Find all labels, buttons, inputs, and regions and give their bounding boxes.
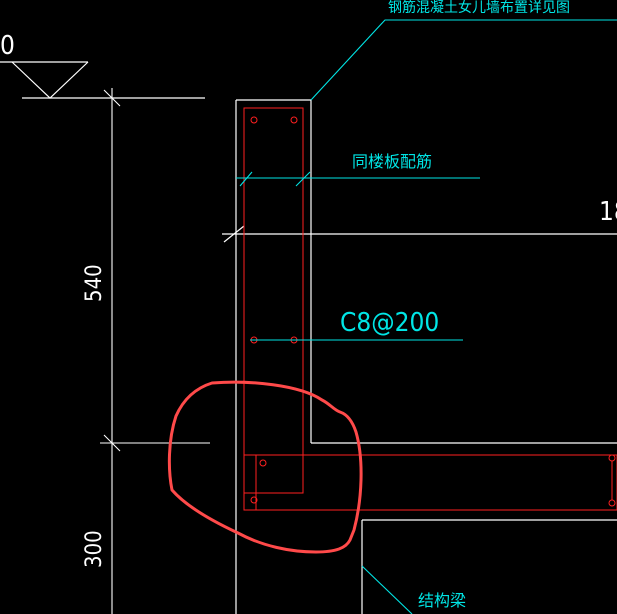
dimension-540: 540 xyxy=(82,264,107,302)
dimension-300: 300 xyxy=(82,530,107,568)
concrete-outline xyxy=(222,99,617,614)
top-note: 钢筋混凝土女儿墙布置详见图 xyxy=(388,0,570,16)
elevation-symbol xyxy=(0,61,205,99)
rebar-cage xyxy=(243,107,617,511)
leader-lines xyxy=(236,19,617,614)
rebar-spec-label: C8@200 xyxy=(340,308,439,338)
cut-label-left: 0 xyxy=(0,31,15,61)
beam-label: 结构梁 xyxy=(418,591,466,610)
markup-circle xyxy=(167,380,363,554)
dimension-line xyxy=(100,88,210,614)
slab-rebar-label: 同楼板配筋 xyxy=(352,152,432,171)
cut-label-right: 18 xyxy=(599,197,617,227)
